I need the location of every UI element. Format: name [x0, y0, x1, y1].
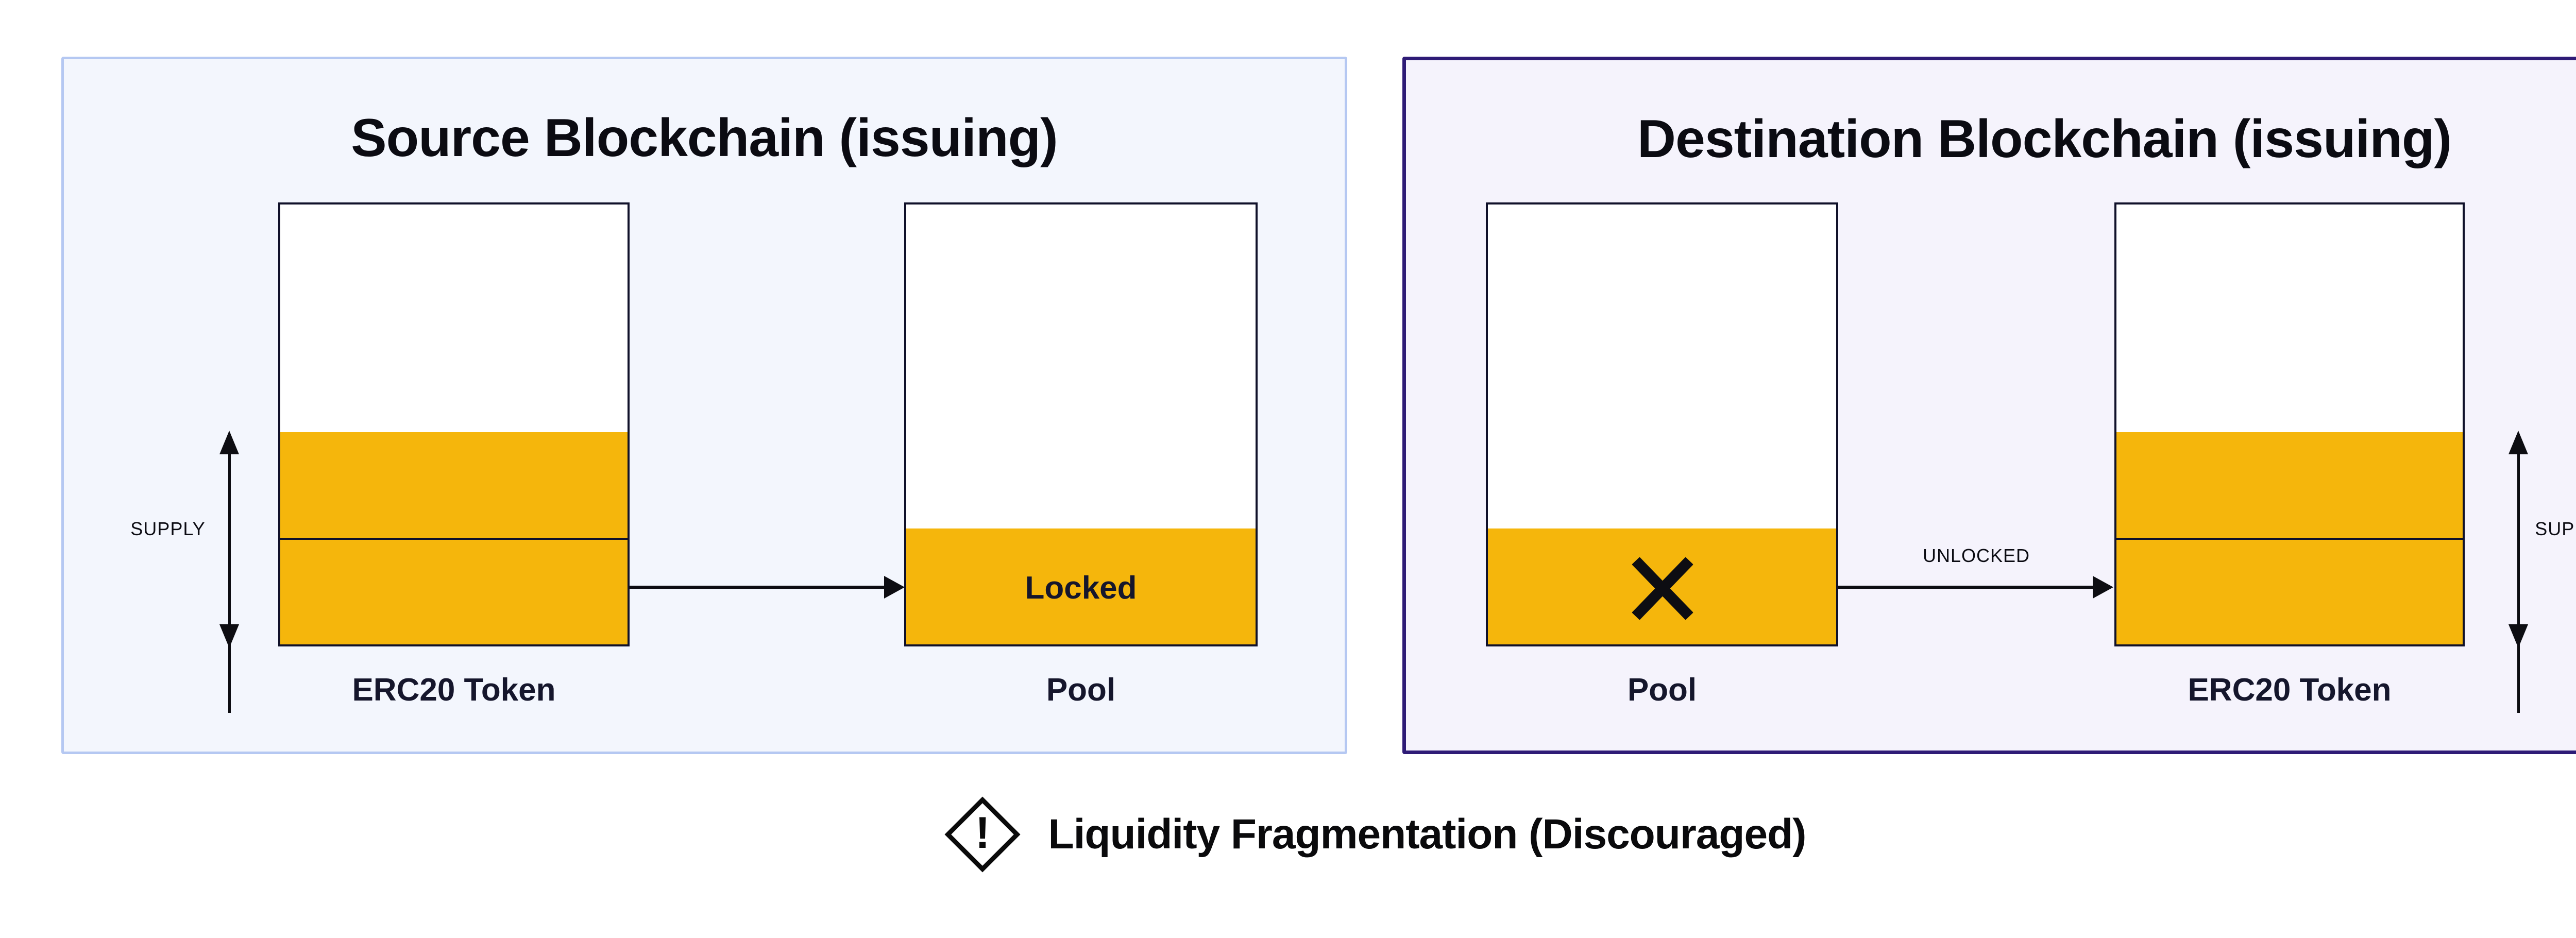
- source-supply-arrow: [228, 449, 231, 713]
- exclamation-glyph: !: [975, 808, 990, 858]
- unlock-flow-arrowhead-icon: [2093, 576, 2113, 599]
- destination-panel-title: Destination Blockchain (issuing): [1637, 109, 2452, 169]
- lock-flow-arrow: [630, 586, 886, 589]
- destination-erc20-divider-line: [2116, 538, 2463, 540]
- source-erc20-token-box: [278, 202, 630, 646]
- destination-pool-label: Pool: [1627, 672, 1697, 708]
- source-pool-label: Pool: [1046, 672, 1116, 708]
- destination-erc20-token-box: [2114, 202, 2465, 646]
- unlocked-label: UNLOCKED: [1922, 545, 2030, 566]
- destination-supply-arrow-bottom-icon: [2509, 624, 2528, 648]
- source-erc20-token-label: ERC20 Token: [352, 672, 556, 708]
- source-panel-title: Source Blockchain (issuing): [351, 108, 1058, 168]
- lock-flow-arrowhead-icon: [884, 576, 905, 599]
- destination-supply-arrow: [2517, 449, 2520, 713]
- source-supply-arrow-bottom-icon: [219, 624, 239, 648]
- caption-text: Liquidity Fragmentation (Discouraged): [1048, 811, 1807, 858]
- locked-label: Locked: [1025, 570, 1137, 606]
- x-mark-icon: [1623, 549, 1702, 627]
- diagram-caption: ! Liquidity Fragmentation (Discouraged): [0, 793, 2576, 876]
- source-supply-label: SUPPLY: [130, 518, 206, 539]
- source-pool-locked-fill: [906, 528, 1256, 644]
- source-supply-arrow-top-icon: [219, 431, 239, 454]
- destination-supply-arrow-top-icon: [2509, 431, 2528, 454]
- source-erc20-divider-line: [280, 538, 628, 540]
- unlock-flow-arrow: [1838, 586, 2095, 589]
- destination-supply-label: SUPPLY: [2535, 518, 2576, 539]
- alert-diamond-icon: !: [943, 795, 1022, 874]
- destination-erc20-token-label: ERC20 Token: [2188, 672, 2392, 708]
- source-pool-box: [904, 202, 1258, 646]
